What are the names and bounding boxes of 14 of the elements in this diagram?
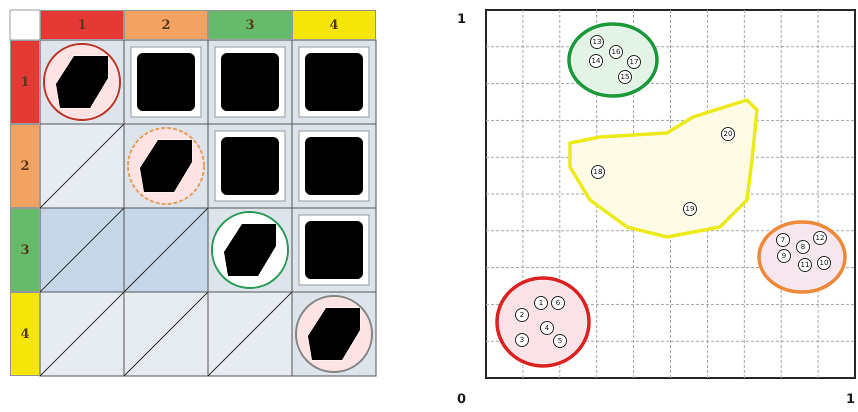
header-number: 2 <box>20 158 30 174</box>
header-number: 4 <box>329 18 339 32</box>
cluster-circle <box>757 220 847 294</box>
header-number: 1 <box>77 18 87 32</box>
header-number: 4 <box>20 326 30 342</box>
axis-tick-label: 0 <box>457 392 466 407</box>
cluster-circle <box>495 276 591 368</box>
axis-tick-label: 1 <box>457 12 466 27</box>
header-number: 1 <box>20 74 30 90</box>
axis-tick-label: 1 <box>846 392 856 407</box>
header-number: 3 <box>20 242 30 258</box>
cluster-circle <box>567 22 659 98</box>
header-number: 2 <box>161 18 171 32</box>
header-number: 3 <box>245 18 255 32</box>
